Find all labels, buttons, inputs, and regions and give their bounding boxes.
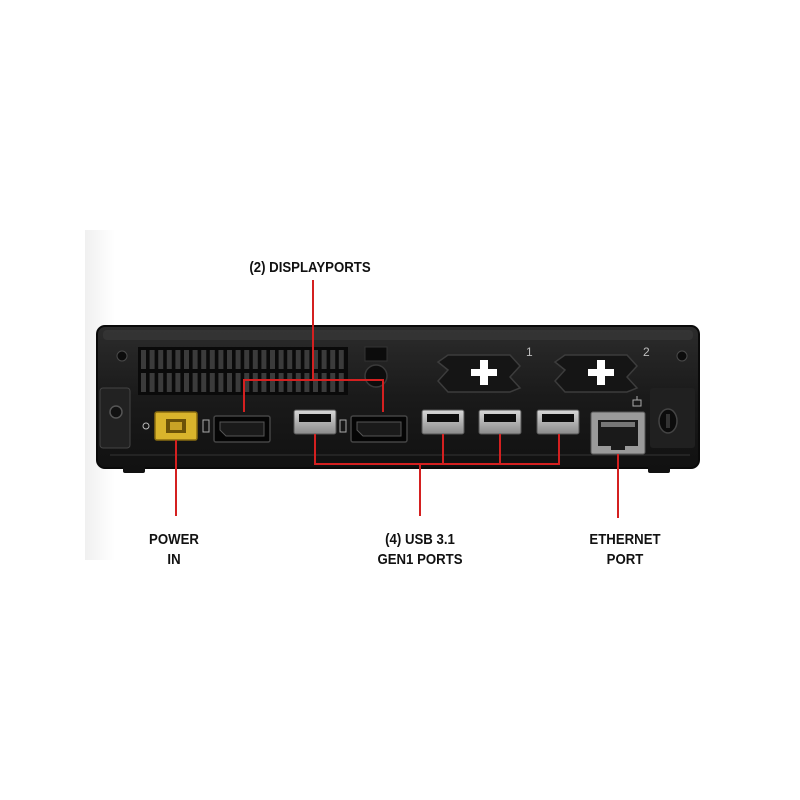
vent-slat: [192, 373, 198, 392]
vent-slat: [158, 373, 164, 392]
vent-slat: [244, 373, 250, 392]
usb-callout-bracket: [314, 434, 560, 465]
vent-slat: [338, 373, 344, 392]
vent-slat: [321, 373, 327, 392]
vent-slat: [209, 350, 215, 369]
power-in-port: [154, 411, 198, 441]
vent-slat: [141, 350, 146, 369]
ethernet-port: [590, 411, 646, 455]
vent-slat: [235, 350, 241, 369]
vent-slat: [227, 350, 232, 369]
usb-port-4: [536, 409, 580, 435]
vent-slat: [287, 350, 293, 369]
vent-slat: [158, 350, 164, 369]
expansion-bay-1: [436, 354, 522, 393]
vent-slat: [330, 373, 336, 392]
displayport-icon: [202, 419, 347, 433]
usb-ports-label-line1: (4) USB 3.1: [385, 531, 455, 548]
vent-slat: [175, 350, 181, 369]
vent-slat: [149, 373, 155, 392]
displayport-1: [213, 415, 271, 443]
vent-slat: [192, 350, 198, 369]
vent-slat: [313, 373, 318, 392]
vent-slat: [270, 373, 275, 392]
vent-slat: [201, 373, 207, 392]
displayports-label: (2) DISPLAYPORTS: [231, 258, 389, 278]
bay-1-number: 1: [526, 345, 533, 359]
displayport-2: [350, 415, 408, 443]
vent-slat: [184, 373, 189, 392]
vent-slat: [218, 373, 224, 392]
vent-slat: [313, 350, 318, 369]
vent-slat: [141, 373, 146, 392]
indicator-slot: [364, 346, 388, 362]
vent-slat: [304, 373, 310, 392]
power-in-label-line2: IN: [167, 551, 181, 568]
vent-slat: [209, 373, 215, 392]
bay-2-number: 2: [643, 345, 650, 359]
vent-slat: [338, 350, 344, 369]
ethernet-port-label: ETHERNET PORT: [568, 530, 682, 570]
vent-slat: [295, 350, 301, 369]
security-lock-slot-icon: [658, 408, 678, 434]
vent-slat: [252, 373, 258, 392]
vent-slat: [287, 373, 293, 392]
ethernet-port-label-line2: PORT: [606, 551, 644, 568]
vent-slat: [227, 373, 232, 392]
vent-slat: [235, 373, 241, 392]
vent-slat: [330, 350, 336, 369]
vent-slat: [252, 350, 258, 369]
vent-slat: [218, 350, 224, 369]
usb-port-2: [421, 409, 465, 435]
round-port: [364, 364, 388, 388]
vent-slat: [321, 350, 327, 369]
ethernet-port-label-line1: ETHERNET: [589, 531, 661, 548]
usb-port-1: [293, 409, 337, 435]
usb-port-3: [478, 409, 522, 435]
vent-slat: [278, 373, 284, 392]
vent-slat: [175, 373, 181, 392]
power-in-label: POWER IN: [130, 530, 218, 570]
displayports-label-text: (2) DISPLAYPORTS: [249, 259, 371, 276]
ethernet-icon: [632, 396, 642, 407]
power-in-icon: [142, 422, 150, 430]
vent-slat: [261, 373, 267, 392]
vent-slat: [149, 350, 155, 369]
vent-slat: [304, 350, 310, 369]
vent-slat: [201, 350, 207, 369]
vent-slat: [244, 350, 250, 369]
power-in-label-line1: POWER: [149, 531, 199, 548]
displayport-callout-bracket: [243, 379, 384, 412]
vent-slat: [166, 350, 172, 369]
callout-lines: [175, 280, 619, 518]
vent-slat: [166, 373, 172, 392]
usb-ports-label-line2: GEN1 PORTS: [377, 551, 463, 568]
vent-slat: [295, 373, 301, 392]
vent-slat: [184, 350, 189, 369]
vent-slat: [261, 350, 267, 369]
vent-slat: [278, 350, 284, 369]
usb-ports-label: (4) USB 3.1 GEN1 PORTS: [354, 530, 486, 570]
expansion-bay-2: [553, 354, 639, 393]
vent-slat: [270, 350, 275, 369]
